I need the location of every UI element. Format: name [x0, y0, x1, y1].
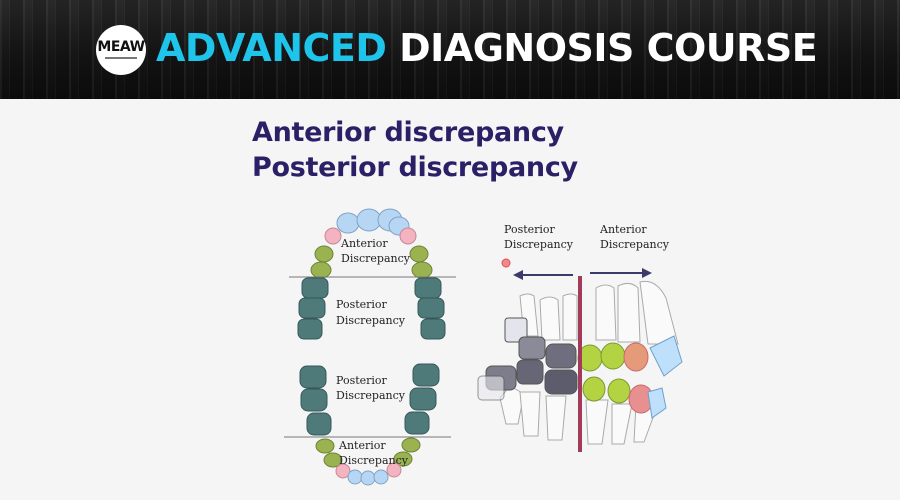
upper-posterior-label-1: Posterior: [336, 298, 388, 311]
pointer-dot: [501, 258, 511, 268]
lower-posterior-label-1: Posterior: [336, 374, 388, 387]
meaw-logo: MEAW: [96, 25, 146, 75]
lateral-posterior-label-1: Posterior: [504, 223, 556, 236]
posterior-arrow: [513, 270, 573, 280]
course-title: ADVANCED DIAGNOSIS COURSE: [156, 22, 818, 74]
canines: [623, 342, 654, 414]
lower-anterior-label-2: Discrepancy: [339, 454, 409, 467]
slide-title-line1: Anterior discrepancy: [252, 117, 564, 148]
logo-text: MEAW: [97, 39, 145, 55]
arch-diagram: Anterior Discrepancy Posterior Discrepan…: [284, 208, 456, 486]
logo-underline: [105, 57, 137, 59]
upper-posterior-label-2: Discrepancy: [336, 314, 406, 327]
anterior-arrow: [590, 268, 652, 278]
lateral-diagram: Posterior Discrepancy Anterior Discrepan…: [477, 223, 683, 452]
lateral-anterior-label-2: Discrepancy: [600, 238, 670, 251]
incisors: [647, 335, 683, 419]
lateral-posterior-label-2: Discrepancy: [504, 238, 574, 251]
lower-posterior-label-2: Discrepancy: [336, 389, 406, 402]
lower-teeth: [499, 385, 659, 445]
header-banner: MEAW ADVANCED DIAGNOSIS COURSE: [0, 0, 900, 99]
slide-title-line2: Posterior discrepancy: [252, 152, 578, 183]
lateral-anterior-label-1: Anterior: [599, 223, 647, 236]
upper-anterior-label-2: Discrepancy: [341, 252, 411, 265]
course-title-accent: ADVANCED: [156, 26, 387, 70]
premolars: [577, 342, 631, 404]
posterior-molars: [477, 317, 578, 401]
lower-anterior-label-1: Anterior: [338, 439, 386, 452]
upper-teeth: [519, 280, 679, 345]
lower-arch: [299, 363, 440, 486]
upper-arch: [297, 208, 446, 340]
upper-anterior-label-1: Anterior: [340, 237, 388, 250]
course-title-main: DIAGNOSIS COURSE: [399, 26, 818, 70]
